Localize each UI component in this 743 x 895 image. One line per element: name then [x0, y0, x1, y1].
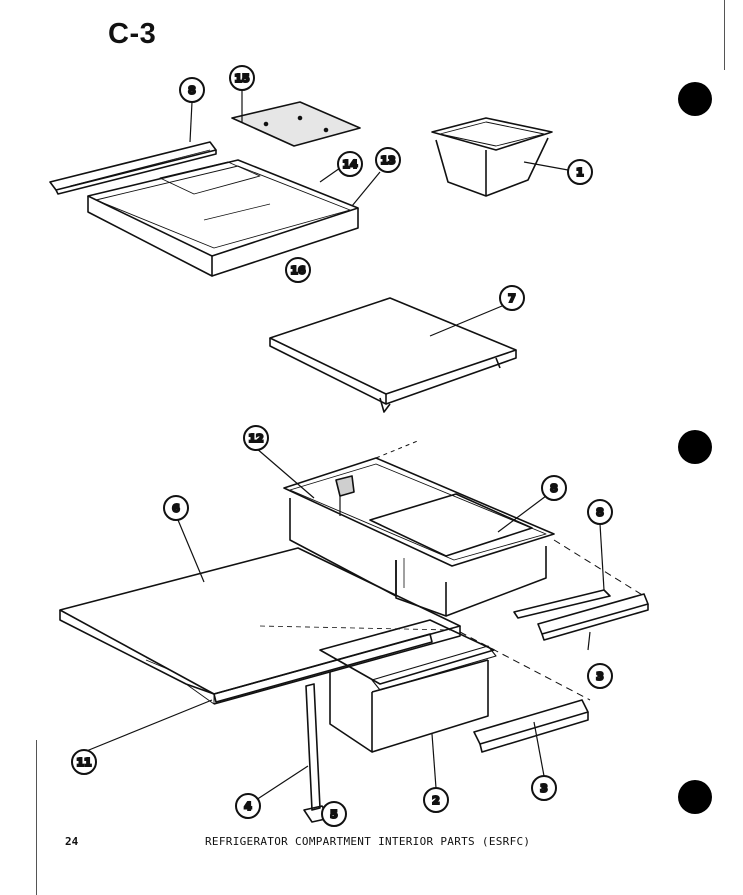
callout-part-7: 7 — [499, 285, 525, 311]
callout-part-10: 8 — [179, 77, 205, 103]
callout-part-3-lower: 3 — [531, 775, 557, 801]
crisper-cover-drawing — [269, 297, 517, 413]
scan-edge-mark-left — [36, 740, 37, 895]
small-bin-drawing — [431, 117, 553, 197]
svg-text:5: 5 — [330, 808, 338, 821]
lower-right-rail-drawing — [473, 699, 589, 753]
callout-part-2: 2 — [423, 787, 449, 813]
callout-part-14: 14 — [337, 151, 363, 177]
svg-text:12: 12 — [248, 432, 263, 445]
svg-text:8: 8 — [188, 84, 196, 97]
svg-text:4: 4 — [244, 800, 252, 813]
shelf-bracket-drawing — [231, 101, 361, 147]
callout-part-8-upper: 8 — [541, 475, 567, 501]
upper-right-rails-drawing — [513, 589, 649, 641]
callout-part-6: 6 — [163, 495, 189, 521]
binder-hole-middle — [678, 430, 712, 464]
top-rail-drawing — [49, 141, 217, 195]
svg-text:8: 8 — [596, 506, 604, 519]
glass-shelf-drawing — [87, 159, 359, 277]
crisper-pan-drawing — [283, 457, 555, 617]
svg-text:15: 15 — [234, 72, 249, 85]
lower-rail-drawing — [213, 633, 433, 703]
callout-part-3-upper: 3 — [587, 663, 613, 689]
callout-part-4: 4 — [235, 793, 261, 819]
support-post-drawing — [303, 683, 331, 823]
callout-part-12: 12 — [243, 425, 269, 451]
svg-text:14: 14 — [342, 158, 358, 171]
page-number: 24 — [65, 835, 79, 848]
callout-part-1: 1 — [567, 159, 593, 185]
binder-hole-top — [678, 82, 712, 116]
large-shelf-drawing — [59, 547, 461, 705]
svg-text:16: 16 — [290, 264, 306, 277]
callout-part-5: 5 — [321, 801, 347, 827]
page-caption: REFRIGERATOR COMPARTMENT INTERIOR PARTS … — [205, 835, 531, 848]
callout-part-15: 15 — [229, 65, 255, 91]
callout-part-11: 11 — [71, 749, 97, 775]
callout-part-8-rail: 8 — [587, 499, 613, 525]
svg-text:8: 8 — [550, 482, 558, 495]
svg-text:2: 2 — [432, 794, 440, 807]
svg-text:11: 11 — [76, 756, 91, 769]
callout-part-13: 13 — [375, 147, 401, 173]
svg-text:3: 3 — [596, 670, 604, 683]
svg-text:1: 1 — [576, 166, 584, 179]
svg-text:3: 3 — [540, 782, 548, 795]
callout-part-16: 16 — [285, 257, 311, 283]
scan-edge-mark-right — [724, 0, 725, 70]
binder-hole-bottom — [678, 780, 712, 814]
section-code: C-3 — [108, 18, 157, 50]
svg-text:13: 13 — [380, 154, 395, 167]
svg-text:6: 6 — [172, 502, 180, 515]
svg-text:7: 7 — [508, 292, 516, 305]
